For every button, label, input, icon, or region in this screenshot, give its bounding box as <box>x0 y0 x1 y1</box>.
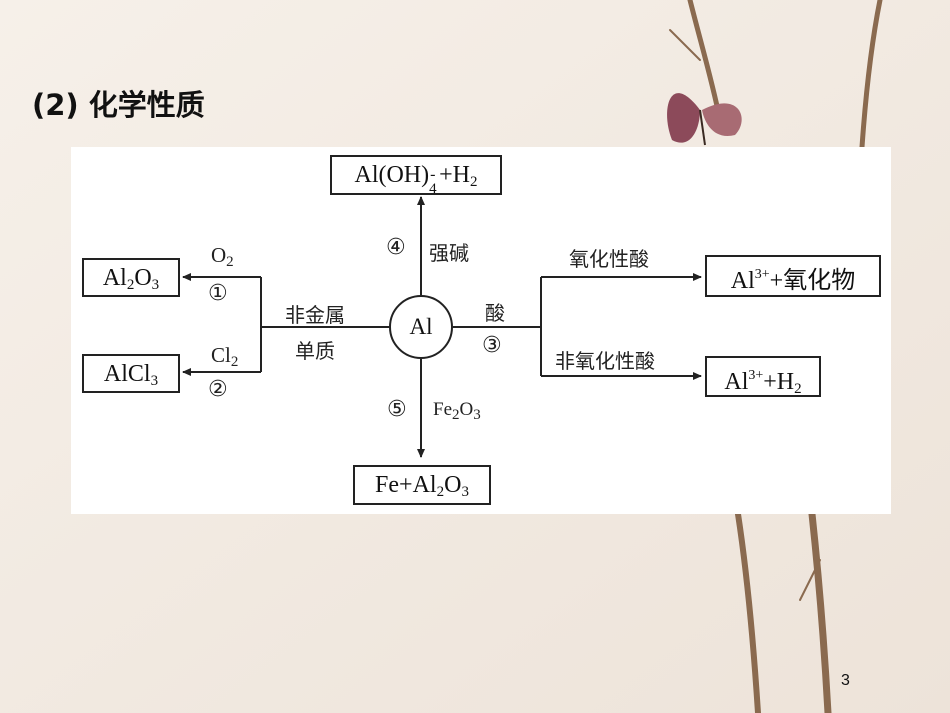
branch-label-elemental: 单质 <box>295 339 335 363</box>
condition-oxidizing-acid: 氧化性酸 <box>569 247 649 271</box>
branch-label-nonmetal: 非金属 <box>285 303 345 327</box>
reagent-fe2o3: Fe2O3 <box>433 399 481 423</box>
diagram-panel: Al(OH)-4+H2 ④ 强碱 Al ⑤ Fe2O3 Fe+Al2O3 非金属… <box>71 147 891 514</box>
product-box-bottom: Fe+Al2O3 <box>353 465 491 505</box>
product-box-top: Al(OH)-4+H2 <box>330 155 502 197</box>
diagram-lines <box>182 196 702 458</box>
product-box-al2o3: Al2O3 <box>82 258 180 297</box>
product-box-alcl3: AlCl3 <box>82 354 180 393</box>
step-3-marker: ③ <box>482 333 502 358</box>
product-box-al3-oxide: Al3++氧化物 <box>705 255 881 297</box>
center-node-al: Al <box>389 295 453 359</box>
step-5-marker: ⑤ <box>387 397 407 422</box>
step-2-marker: ② <box>208 377 228 402</box>
product-box-al3-h2: Al3++H2 <box>705 356 821 397</box>
condition-nonoxidizing-acid: 非氧化性酸 <box>555 349 655 373</box>
slide-title: (2) 化学性质 <box>32 88 205 122</box>
step-1-marker: ① <box>208 281 228 306</box>
step-4-marker: ④ <box>386 235 406 260</box>
reagent-o2: O2 <box>211 243 234 270</box>
page-number: 3 <box>841 672 850 689</box>
reagent-cl2: Cl2 <box>211 343 239 370</box>
butterfly-icon <box>667 93 742 146</box>
reagent-strong-base: 强碱 <box>429 241 469 265</box>
branch-label-acid: 酸 <box>485 301 505 325</box>
